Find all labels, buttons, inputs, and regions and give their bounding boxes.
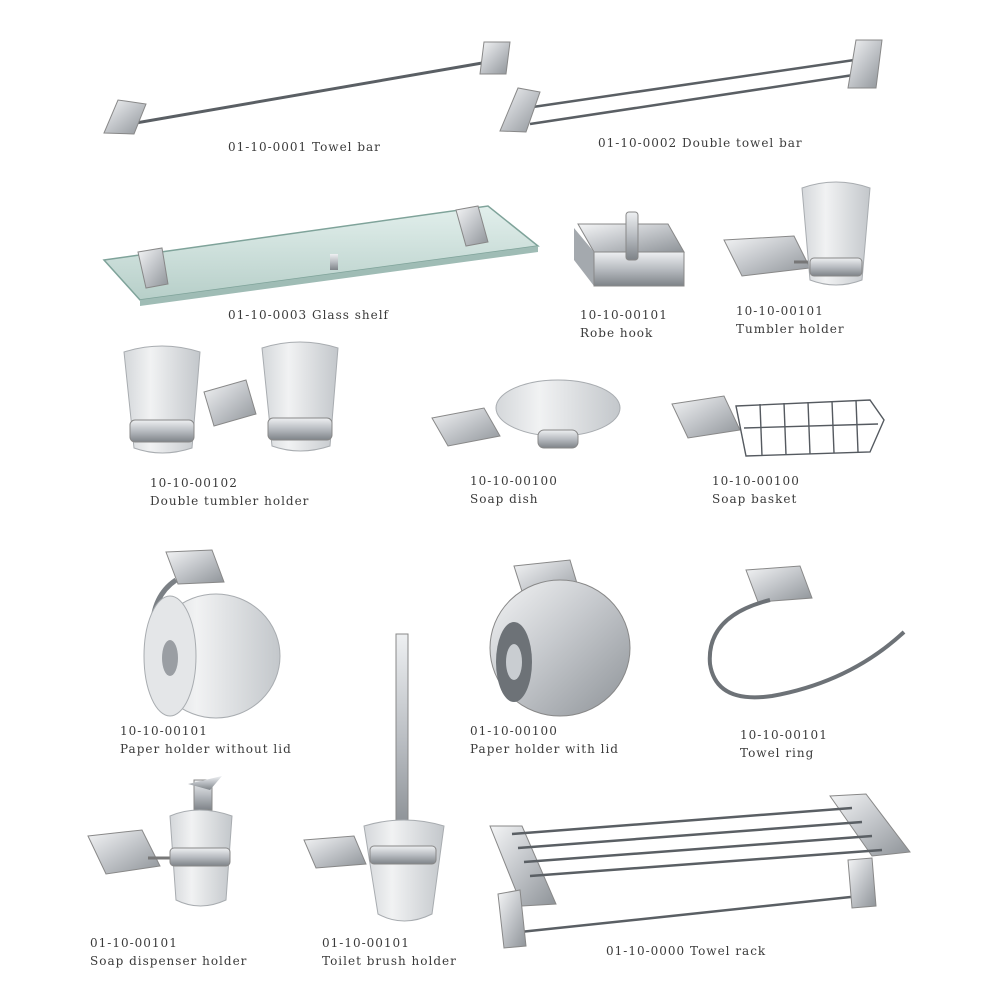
caption-line: 10-10-00101	[736, 304, 824, 318]
caption-line: 01-10-00101	[90, 936, 178, 950]
caption-line: Double tumbler holder	[150, 494, 310, 508]
towel-rack	[489, 793, 911, 949]
caption-line: 01-10-00101	[322, 936, 410, 950]
caption-line: Robe hook	[580, 326, 654, 340]
caption-line: Paper holder with lid	[470, 742, 619, 756]
caption-glass-shelf: 01-10-0003 Glass shelf	[228, 306, 389, 324]
caption-towel-ring: 10-10-00101 Towel ring	[740, 726, 828, 762]
caption-robe-hook: 10-10-00101 Robe hook	[580, 306, 668, 342]
caption-double-tumbler-holder: 10-10-00102 Double tumbler holder	[150, 474, 309, 510]
soap-dispenser	[87, 776, 233, 907]
caption-line: Soap dish	[470, 492, 539, 506]
tumbler-holder	[723, 181, 871, 286]
glass-shelf	[102, 205, 540, 306]
caption-line: 01-10-0002 Double towel bar	[598, 136, 803, 150]
caption-towel-rack: 01-10-0000 Towel rack	[606, 942, 766, 960]
paper-holder-covered	[489, 559, 631, 717]
caption-line: 10-10-00101	[120, 724, 208, 738]
single-towel-bar	[103, 41, 511, 135]
caption-line: 10-10-00100	[470, 474, 558, 488]
robe-hook	[574, 211, 685, 287]
towel-ring	[707, 565, 906, 700]
soap-basket	[671, 395, 885, 457]
caption-line: Toilet brush holder	[322, 954, 457, 968]
caption-double-towel-bar: 01-10-0002 Double towel bar	[598, 134, 803, 152]
double-towel-bar	[499, 39, 883, 133]
caption-line: 01-10-0003 Glass shelf	[228, 308, 389, 322]
caption-single-towel-bar: 01-10-0001 Towel bar	[228, 138, 381, 156]
caption-line: 01-10-00100	[470, 724, 558, 738]
caption-line: 10-10-00100	[712, 474, 800, 488]
caption-line: Soap dispenser holder	[90, 954, 248, 968]
caption-soap-basket: 10-10-00100 Soap basket	[712, 472, 800, 508]
caption-line: Paper holder without lid	[120, 742, 292, 756]
caption-line: 10-10-00101	[580, 308, 668, 322]
caption-soap-dish: 10-10-00100 Soap dish	[470, 472, 558, 508]
caption-line: 10-10-00102	[150, 476, 238, 490]
toilet-brush-holder	[303, 633, 445, 922]
caption-line: 10-10-00101	[740, 728, 828, 742]
caption-tumbler-holder: 10-10-00101 Tumbler holder	[736, 302, 845, 338]
soap-dish	[431, 379, 621, 449]
caption-line: Soap basket	[712, 492, 798, 506]
caption-paper-holder-covered: 01-10-00100 Paper holder with lid	[470, 722, 619, 758]
caption-line: 01-10-0001 Towel bar	[228, 140, 381, 154]
caption-line: Tumbler holder	[736, 322, 845, 336]
paper-holder-open	[143, 549, 281, 719]
caption-paper-holder-open: 10-10-00101 Paper holder without lid	[120, 722, 292, 758]
caption-line: 01-10-0000 Towel rack	[606, 944, 767, 958]
caption-line: Towel ring	[740, 746, 815, 760]
double-tumbler-holder	[123, 341, 339, 454]
caption-toilet-brush-holder: 01-10-00101 Toilet brush holder	[322, 934, 457, 970]
caption-soap-dispenser: 01-10-00101 Soap dispenser holder	[90, 934, 247, 970]
